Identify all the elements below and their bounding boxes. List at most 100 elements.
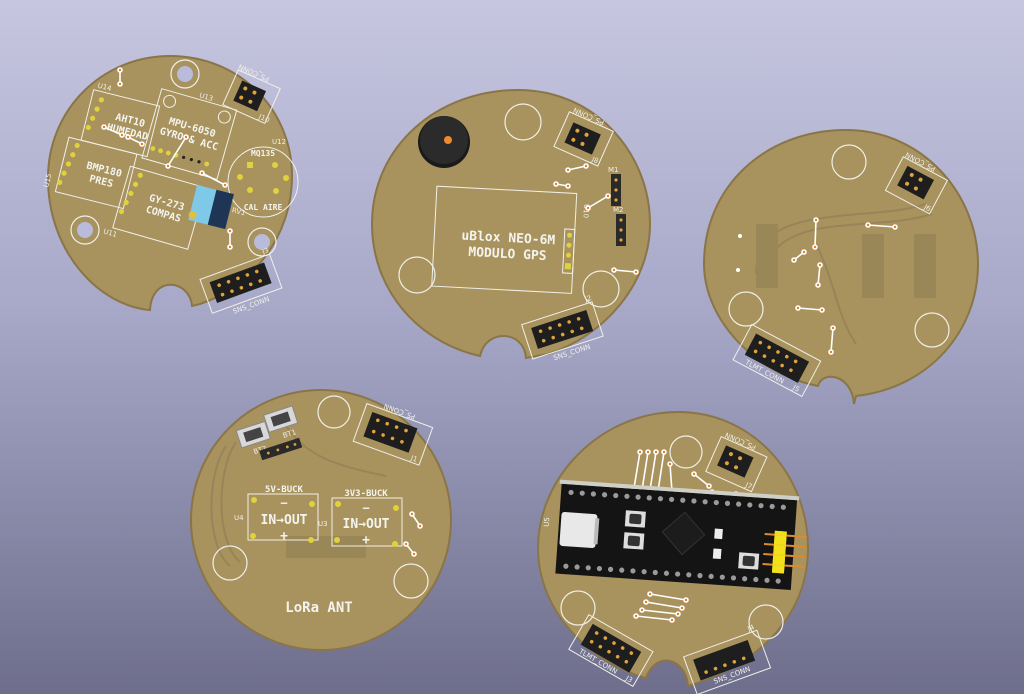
j5-ref: J5	[790, 383, 800, 394]
module-u5-mcu[interactable]: U5	[539, 479, 809, 591]
via-traces	[101, 67, 233, 250]
mounting-hole	[748, 604, 784, 640]
connector-bt1[interactable]: BT1	[263, 405, 302, 444]
j3-label: SNS_CONN	[232, 295, 271, 316]
gps-sublabel: MODULO GPS	[468, 245, 547, 264]
u5-ref: U5	[543, 517, 552, 527]
5v-buck-title: 5V-BUCK	[265, 485, 304, 495]
header-pin	[775, 578, 781, 584]
mounting-hole	[317, 395, 351, 429]
via-traces	[553, 163, 639, 275]
header-pin	[730, 575, 737, 581]
gps-label: uBlox NEO-6M	[461, 229, 556, 249]
header-pin	[568, 489, 574, 496]
copper-traces	[210, 425, 387, 567]
header-pin	[585, 565, 591, 571]
5v-buck-plus: +	[280, 529, 288, 544]
telemetry-board[interactable]: PS_CONN J6 TLMT_CONN J5	[696, 124, 986, 408]
reset-button[interactable]	[624, 510, 646, 528]
header-pin	[590, 491, 597, 497]
mounting-hole	[393, 563, 429, 599]
connector-bt2[interactable]: BT2	[235, 420, 274, 459]
5v-buck-ref: U4	[234, 514, 244, 522]
j6-ref: J6	[922, 203, 933, 214]
header-pin	[613, 492, 619, 499]
module-mq135[interactable]: MQ135 CAL AIRE U12	[227, 138, 299, 218]
mounting-hole	[247, 227, 277, 257]
header-pin	[736, 501, 742, 507]
header-pin	[769, 503, 775, 510]
trimmer-rv1[interactable]: RV1	[187, 184, 249, 233]
j2-ref: J2	[583, 294, 593, 304]
aht10-ref: U14	[97, 82, 113, 93]
buzzer[interactable]	[418, 116, 470, 168]
boot-button[interactable]	[623, 532, 645, 550]
5v-buck-io: IN→OUT	[261, 513, 308, 528]
module-gps-neo6m[interactable]: uBlox NEO-6M MODULO GPS U10	[431, 185, 591, 294]
swd-header[interactable]	[762, 530, 807, 575]
connector-j10-ps-conn[interactable]: PS_CONN J10	[222, 62, 286, 125]
bmp180-ref: U15	[42, 173, 53, 189]
mcu-board[interactable]: PS_CONN J7 U5 TLMT_C	[528, 400, 818, 694]
connector-j4-sns-conn[interactable]: SNS_CONN J4	[681, 623, 772, 694]
bt1-label: BT1	[282, 428, 297, 440]
trimmer-ref: RV1	[231, 206, 246, 217]
mq135-sublabel: CAL AIRE	[244, 203, 283, 212]
header-pin	[680, 497, 686, 503]
mounting-hole	[831, 144, 867, 180]
user-button[interactable]	[738, 552, 760, 570]
header-pin	[574, 564, 580, 570]
3v3-buck-plus: +	[362, 533, 370, 548]
header-pin	[619, 567, 625, 573]
header-pin	[646, 495, 652, 501]
j3-tlmt-ref: J3	[623, 674, 634, 685]
header-pin	[652, 569, 658, 576]
connector-m2[interactable]: M2	[613, 206, 626, 246]
sensor-board[interactable]: AHT10 HUMEDAD U14 MPU-6050 GYRO & ACC U1…	[40, 48, 300, 318]
header-pin	[686, 572, 692, 578]
m1-label: M1	[608, 166, 619, 174]
j1-ref: J1	[409, 454, 419, 464]
header-pin	[635, 494, 641, 500]
header-pin	[764, 577, 770, 583]
header-pin	[753, 576, 759, 583]
header-pin	[691, 498, 697, 504]
pcb-outline	[370, 88, 652, 360]
mounting-hole	[504, 103, 542, 141]
header-pin	[579, 490, 585, 496]
header-pin	[708, 573, 714, 580]
header-pin	[607, 566, 614, 572]
mounting-hole	[70, 215, 100, 245]
header-pin	[697, 573, 703, 579]
test-points	[736, 234, 742, 272]
module-5v-buck[interactable]: 5V-BUCK − IN→OUT + U4	[234, 485, 319, 544]
mounting-hole	[728, 291, 764, 327]
header-pin	[742, 576, 748, 582]
gps-board[interactable]: uBlox NEO-6M MODULO GPS U10 PS_CONN J8 M…	[368, 84, 658, 362]
header-pin	[601, 492, 608, 498]
power-board[interactable]: BT1 BT2 PS_CONN J1 5V-BUCK − IN→OUT + U4	[186, 386, 456, 654]
gps-ref: U10	[581, 204, 590, 218]
via-traces	[791, 217, 898, 355]
mounting-hole	[170, 59, 200, 89]
header-pin	[669, 496, 675, 503]
usb-c-port[interactable]	[559, 512, 600, 549]
mpu6050-ref: U13	[198, 91, 214, 103]
mounting-hole	[212, 545, 248, 581]
connector-m1[interactable]: M1	[608, 166, 621, 206]
mounting-hole	[914, 312, 950, 348]
header-pin	[758, 503, 764, 509]
mounting-hole	[398, 256, 436, 294]
module-3v3-buck[interactable]: 3V3-BUCK − IN→OUT + U3	[318, 489, 403, 548]
header-pin	[780, 504, 786, 510]
mq135-ref: U12	[272, 138, 286, 146]
3v3-buck-minus: −	[362, 501, 369, 515]
3v3-buck-ref: U3	[318, 520, 328, 528]
header-pin	[641, 569, 647, 575]
header-pin	[675, 571, 681, 577]
5v-buck-minus: −	[280, 496, 287, 510]
pin-header-small[interactable]	[259, 437, 303, 461]
header-pin	[630, 568, 636, 574]
header-pin	[663, 570, 670, 576]
bt2-label: BT2	[253, 444, 268, 456]
